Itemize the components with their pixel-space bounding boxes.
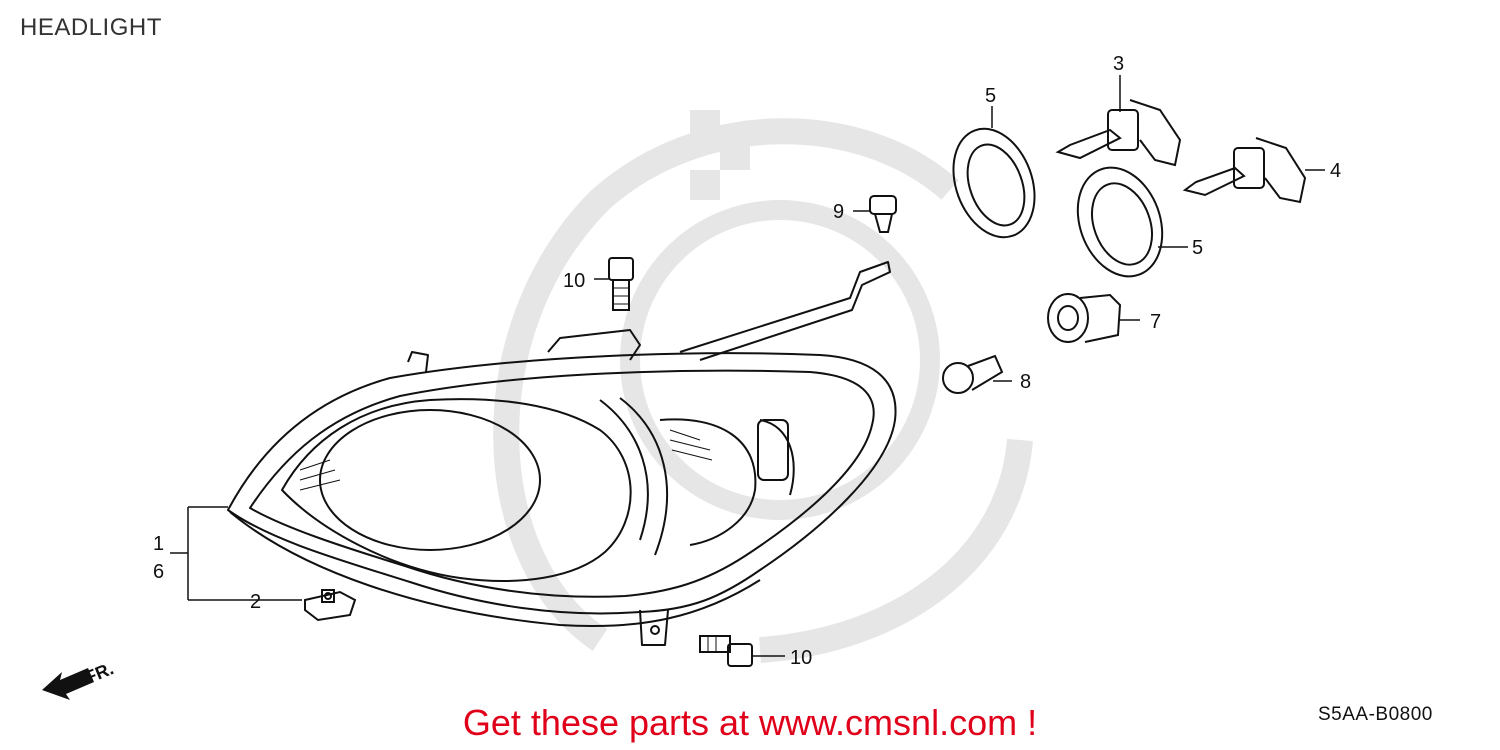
callout-5-lower: 5 (1192, 237, 1203, 259)
headlight-assembly (227, 261, 897, 646)
socket-part-7 (1047, 293, 1122, 343)
bulb-part-3 (1055, 99, 1182, 167)
callout-4: 4 (1330, 160, 1341, 182)
clip-part-9 (869, 195, 897, 233)
callout-3: 3 (1113, 53, 1124, 75)
callout-9: 9 (833, 201, 844, 223)
seal-part-5-upper (952, 127, 1036, 239)
promo-link[interactable]: Get these parts at www.cmsnl.com ! (462, 702, 1038, 743)
callout-6: 6 (153, 561, 164, 583)
seal-part-5-lower (1076, 166, 1164, 278)
bulb-part-4 (1182, 137, 1307, 204)
callout-2: 2 (250, 591, 261, 613)
diagram-title: HEADLIGHT (20, 14, 162, 41)
front-direction-arrow: FR. (42, 658, 116, 700)
callout-7: 7 (1150, 311, 1161, 333)
callout-1: 1 (153, 533, 164, 555)
clip-nut-part-2 (304, 589, 357, 622)
bolt-part-10-lower (699, 635, 753, 667)
leader-lines (170, 75, 1325, 657)
callout-5-upper: 5 (985, 85, 996, 107)
callout-8: 8 (1020, 371, 1031, 393)
diagram-code: S5AA-B0800 (1318, 704, 1433, 725)
bolt-part-10-upper (608, 257, 634, 311)
callout-10-lower: 10 (790, 647, 812, 669)
direction-label: FR. (82, 658, 116, 687)
bulb-part-8 (942, 354, 1004, 394)
callout-10-upper: 10 (563, 270, 585, 292)
